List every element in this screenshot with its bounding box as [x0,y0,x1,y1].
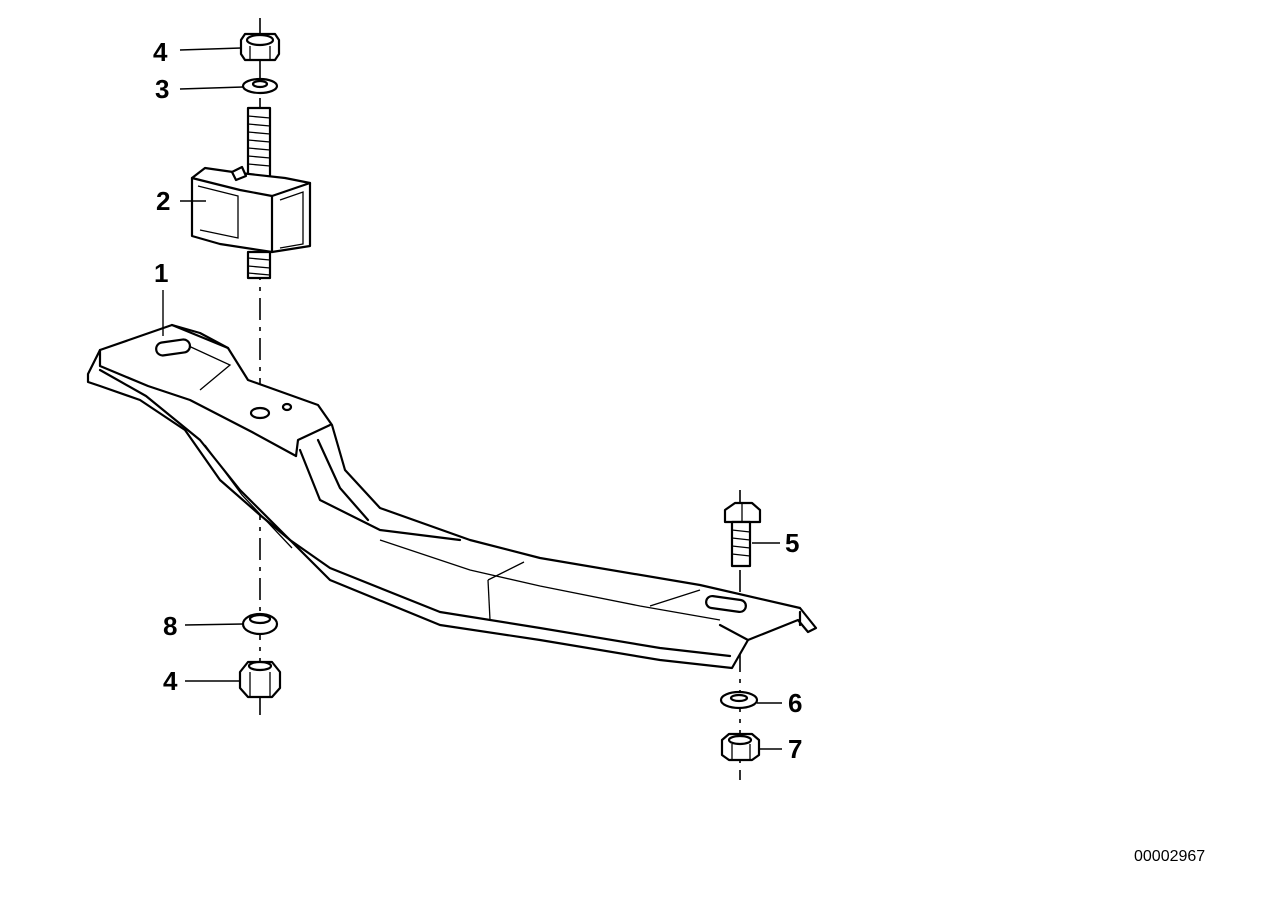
leader-3 [179,86,244,90]
leader-4-top [179,47,242,51]
hex-nut-bottom [238,660,282,699]
callout-6: 6 [788,688,802,718]
washer-top [241,77,279,95]
callout-1: 1 [154,258,168,288]
callout-5: 5 [785,528,799,558]
washer-right [719,690,759,710]
washer-bottom [241,612,279,636]
callout-8: 8 [163,611,177,641]
hex-nut-top [239,32,281,62]
callout-4-bottom: 4 [163,666,178,696]
callout-4-top: 4 [153,37,168,67]
callout-2: 2 [156,186,170,216]
rubber-mount [190,106,312,280]
leader-8 [184,623,244,626]
document-number: 00002967 [1134,848,1205,865]
callout-3: 3 [155,74,169,104]
bolt [723,501,762,568]
hex-nut-right [720,732,761,762]
crossmember-bracket [86,323,818,670]
callout-7: 7 [788,734,802,764]
